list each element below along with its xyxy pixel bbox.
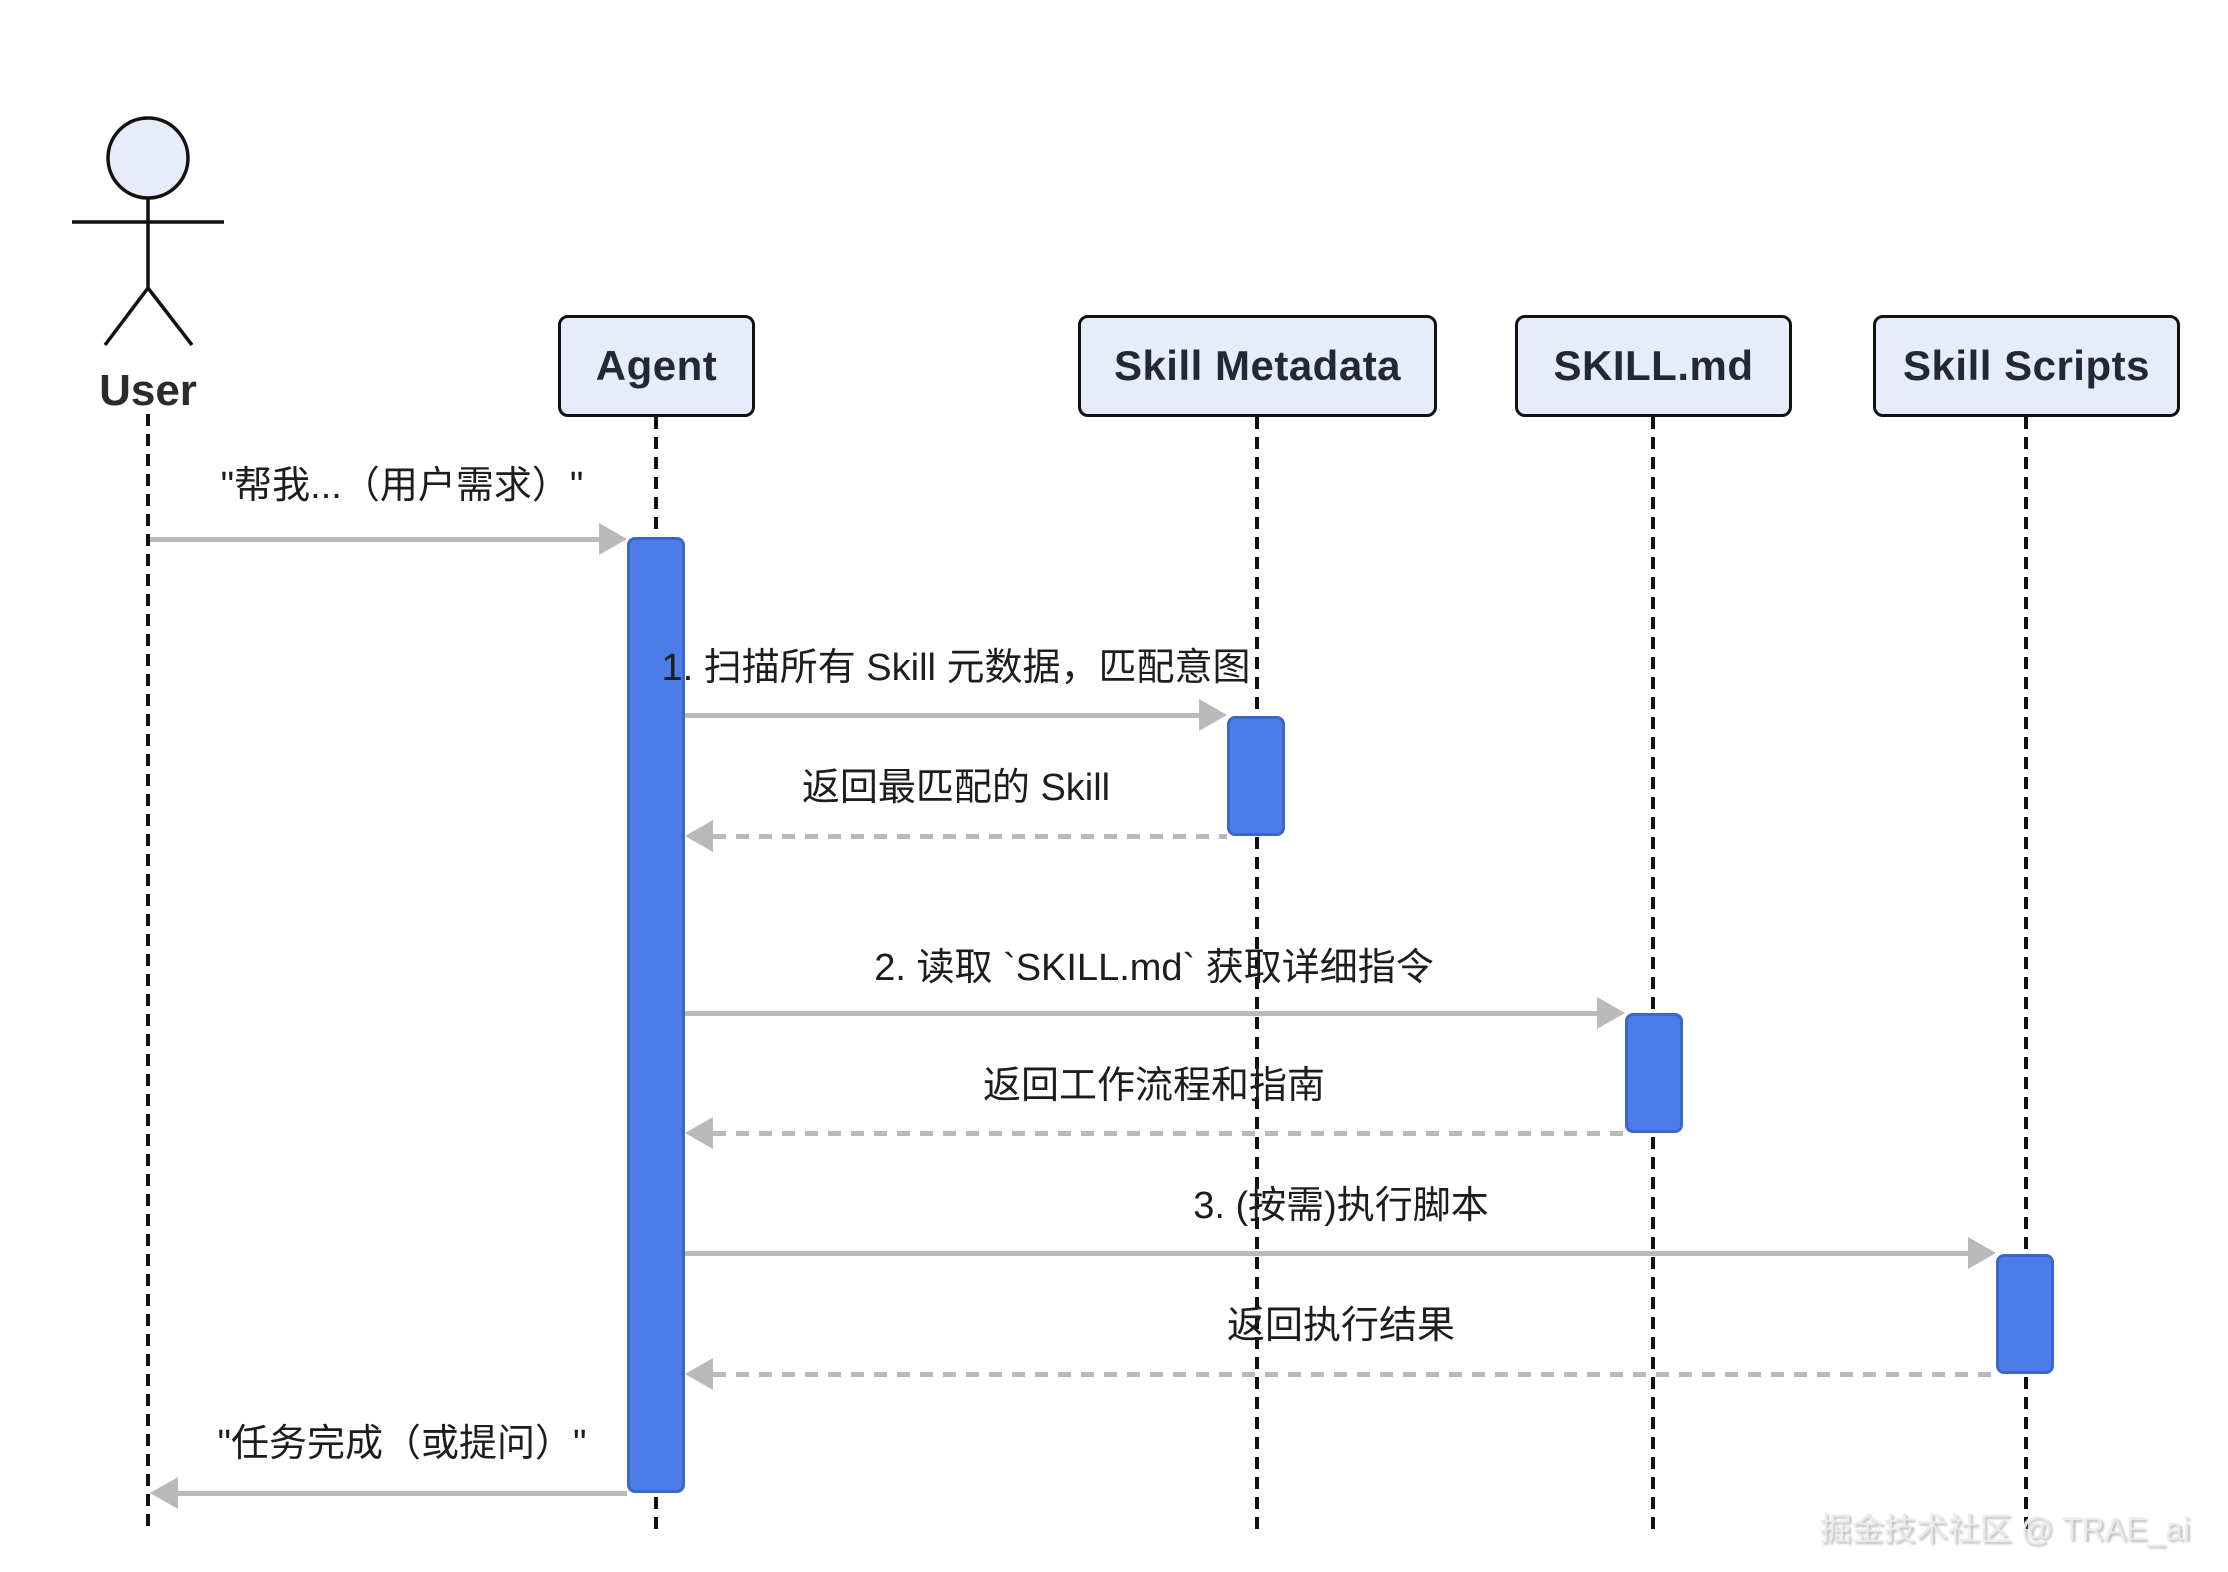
arrowhead-right-icon [599,523,627,555]
activation-skill-metadata [1227,716,1285,836]
participant-box-agent: Agent [558,315,755,417]
lifeline-user [146,414,150,1532]
participant-label-agent: Agent [595,342,718,389]
activation-agent [627,537,685,1493]
arrowhead-left-icon [685,1117,713,1149]
arrowhead-right-icon [1968,1237,1996,1269]
message-arrow-5 [713,1131,1625,1136]
lifeline-skill-metadata [1255,417,1259,1535]
message-label-4: 2. 读取 `SKILL.md` 获取详细指令 [874,947,1434,989]
participant-box-skill-scripts: Skill Scripts [1873,315,2180,417]
message-arrow-8 [178,1491,627,1496]
message-label-1: "帮我...（用户需求）" [220,465,584,507]
message-arrow-3 [713,834,1227,839]
participant-box-skill-md: SKILL.md [1515,315,1792,417]
arrowhead-left-icon [685,1358,713,1390]
participant-label-skill-metadata: Skill Metadata [1113,342,1402,389]
message-arrow-4 [685,1011,1599,1016]
lifeline-skill-md [1651,417,1655,1535]
arrowhead-right-icon [1199,699,1227,731]
user-actor-icon [72,116,224,347]
message-label-5: 返回工作流程和指南 [982,1065,1326,1107]
arrowhead-right-icon [1597,997,1625,1029]
participant-box-skill-metadata: Skill Metadata [1078,315,1437,417]
message-arrow-2 [685,713,1201,718]
participant-label-skill-md: SKILL.md [1553,342,1754,389]
message-label-6: 3. (按需)执行脚本 [1193,1185,1489,1227]
message-label-3: 返回最匹配的 Skill [801,767,1111,809]
message-label-7: 返回执行结果 [1226,1305,1456,1347]
activation-skill-scripts [1996,1254,2054,1374]
message-label-2: 1. 扫描所有 Skill 元数据，匹配意图 [661,647,1251,689]
lifeline-skill-scripts [2024,417,2028,1535]
activation-skill-md [1625,1013,1683,1133]
participant-label-user: User [99,366,197,415]
arrowhead-left-icon [685,820,713,852]
arrowhead-left-icon [150,1477,178,1509]
message-arrow-7 [713,1372,1996,1377]
message-arrow-1 [150,537,601,542]
message-label-8: "任务完成（或提问）" [217,1423,587,1465]
watermark: 掘金技术社区 @ TRAE_ai [1819,1511,2190,1547]
message-arrow-6 [685,1251,1970,1256]
participant-label-skill-scripts: Skill Scripts [1903,342,2150,389]
